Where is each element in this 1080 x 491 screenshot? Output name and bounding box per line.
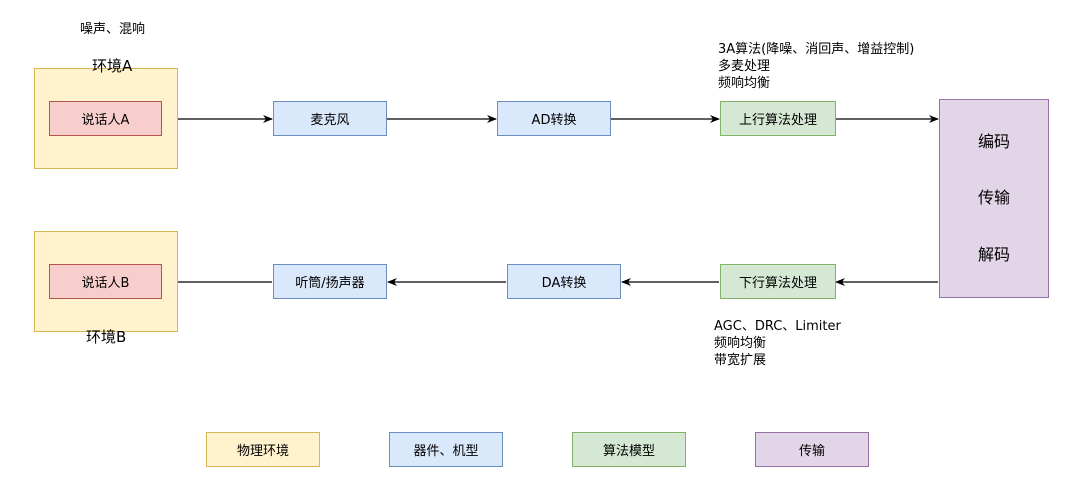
uplink-algorithm-node: 上行算法处理 <box>720 101 836 136</box>
uplink-note: 频响均衡 <box>718 76 771 91</box>
downlink-note: AGC、DRC、Limiter <box>714 319 841 334</box>
decode-label: 解码 <box>977 244 1010 264</box>
transmission-node: 编码 传输 解码 <box>939 99 1049 298</box>
uplink-note: 3A算法(降噪、消回声、增益控制) <box>718 42 915 57</box>
legend-algorithm-models: 算法模型 <box>572 432 686 467</box>
encode-label: 编码 <box>977 132 1010 151</box>
ad-converter-node: AD转换 <box>497 101 611 136</box>
legend-devices: 器件、机型 <box>389 432 503 467</box>
downlink-note: 带宽扩展 <box>714 353 767 368</box>
downlink-algorithm-notes: AGC、DRC、Limiter 频响均衡 带宽扩展 <box>714 318 841 369</box>
legend-physical-environment: 物理环境 <box>206 432 320 467</box>
receiver-speaker-node: 听筒/扬声器 <box>273 264 387 299</box>
uplink-note: 多麦处理 <box>718 59 771 74</box>
downlink-note: 频响均衡 <box>714 336 767 351</box>
speaker-a-node: 说话人A <box>49 101 162 136</box>
legend-transmission: 传输 <box>755 432 869 467</box>
microphone-node: 麦克风 <box>273 101 387 136</box>
noise-reverb-label: 噪声、混响 <box>80 22 146 37</box>
environment-a-title: 环境A <box>92 57 133 75</box>
uplink-algorithm-notes: 3A算法(降噪、消回声、增益控制) 多麦处理 频响均衡 <box>718 41 914 92</box>
speaker-b-node: 说话人B <box>49 264 162 299</box>
da-converter-node: DA转换 <box>507 264 621 299</box>
transmit-label: 传输 <box>977 188 1010 208</box>
environment-b-title: 环境B <box>86 328 127 346</box>
downlink-algorithm-node: 下行算法处理 <box>720 264 836 299</box>
